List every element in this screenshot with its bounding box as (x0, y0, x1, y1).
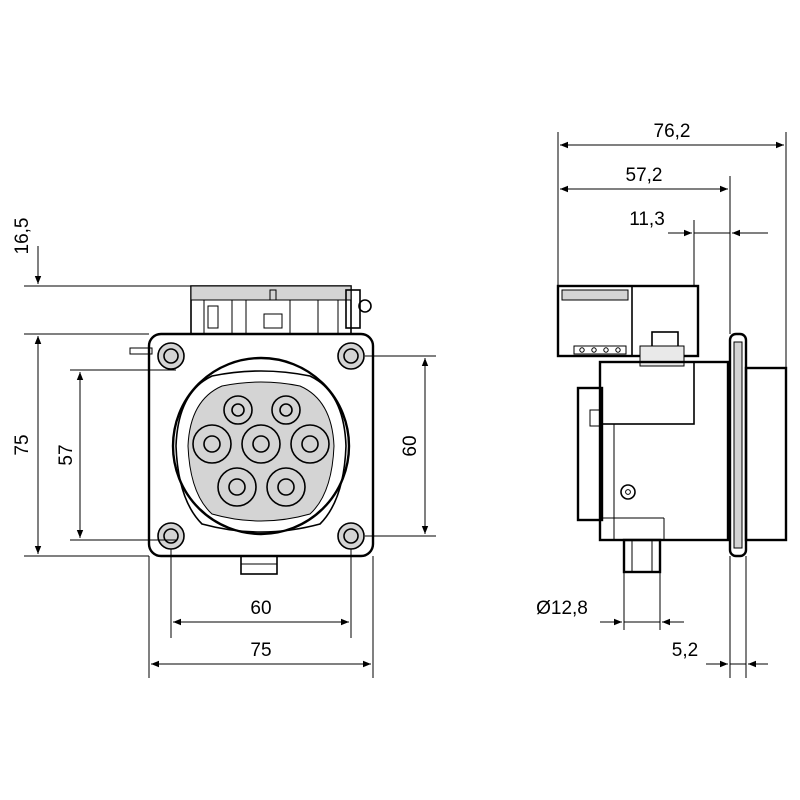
dim-depth-to-flange: 57,2 (626, 165, 663, 186)
dim-diameter: Ø12,8 (536, 598, 588, 619)
front-view: 16,5 75 57 60 60 75 (12, 218, 436, 678)
pin-mid-right (290, 424, 330, 464)
side-extension-lines (557, 132, 787, 678)
front-dimension-lines (34, 246, 429, 668)
side-flange (728, 332, 788, 558)
side-top-clip (556, 284, 700, 367)
mounting-hole-top-left (157, 342, 185, 370)
side-dimension-labels: 76,2 57,2 11,3 Ø12,8 5,2 (536, 121, 698, 661)
dim-hole-horizontal: 60 (250, 598, 271, 619)
mounting-hole-bottom-right (337, 522, 365, 550)
pin-top-right (271, 395, 301, 425)
pin-mid-center (241, 424, 281, 464)
side-view: 76,2 57,2 11,3 Ø12,8 5,2 (536, 121, 788, 678)
mounting-hole-top-right (337, 342, 365, 370)
front-housing (147, 332, 375, 575)
dim-inner-height: 57 (56, 444, 77, 465)
front-socket-face (171, 356, 351, 536)
dim-total-depth: 76,2 (654, 121, 691, 142)
pin-top-left (223, 395, 253, 425)
front-extension-lines (24, 285, 436, 678)
dim-total-width: 75 (250, 640, 271, 661)
mounting-hole-bottom-left (157, 522, 185, 550)
side-body (576, 360, 730, 542)
pin-bottom-left (217, 467, 257, 507)
dim-hole-vertical: 60 (400, 435, 421, 456)
front-pins (192, 395, 330, 507)
dim-flange-thickness: 5,2 (672, 640, 698, 661)
side-stud (622, 538, 662, 574)
dim-total-height: 75 (12, 434, 33, 455)
pin-mid-left (192, 424, 232, 464)
dim-flange-offset: 11,3 (629, 209, 665, 230)
side-dimension-lines (560, 141, 784, 668)
front-dimension-labels: 16,5 75 57 60 60 75 (12, 218, 421, 661)
pin-bottom-right (266, 467, 306, 507)
dim-top-offset: 16,5 (12, 218, 33, 255)
